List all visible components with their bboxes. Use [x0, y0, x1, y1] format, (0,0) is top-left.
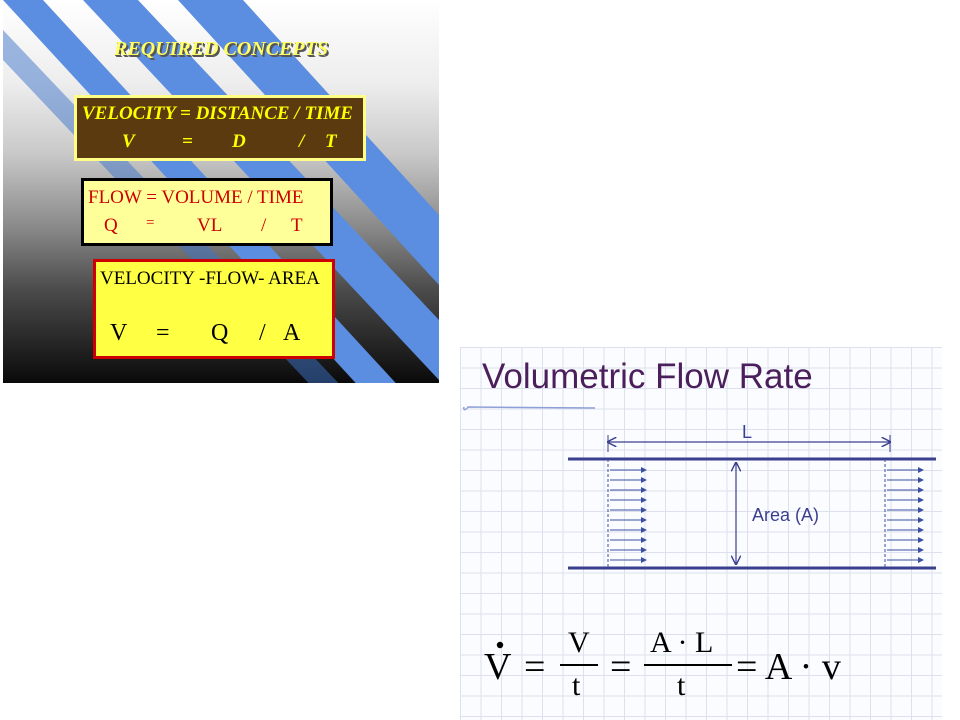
slide-title: REQUIRED CONCEPTS — [114, 38, 328, 60]
formula-frac2-bar — [644, 664, 732, 666]
formula-frac2-num: A · L — [650, 626, 714, 659]
flow-arrows-left — [610, 467, 647, 563]
token-d: D — [232, 131, 246, 152]
token-a: A — [283, 320, 301, 346]
formula-frac2-den: t — [677, 669, 686, 702]
token-slash: / — [259, 320, 266, 346]
formula-frac1-bar — [560, 664, 598, 666]
token-q: Q — [211, 320, 229, 346]
formula-lhs: V — [484, 646, 512, 688]
formula-eq2: = — [610, 646, 632, 688]
volumetric-flow-diagram: Volumetric Flow Rate — [460, 347, 942, 720]
area-label: Area (A) — [752, 505, 819, 525]
formula-frac1-num: V — [568, 626, 590, 659]
token-equals: = — [156, 320, 170, 346]
token-equals: = — [146, 215, 155, 231]
token-t: T — [291, 215, 303, 236]
formula-eq3: = A · v — [736, 646, 841, 688]
token-slash: / — [299, 131, 305, 152]
velocity-definition: VELOCITY = DISTANCE / TIME — [82, 103, 353, 124]
length-label: L — [742, 422, 752, 442]
title-underline — [463, 406, 596, 411]
diagram-title: Volumetric Flow Rate — [482, 357, 813, 396]
token-vl: VL — [197, 215, 223, 236]
formula-eq1: = — [524, 646, 546, 688]
token-slash: / — [261, 215, 267, 236]
token-t: T — [325, 131, 337, 152]
token-v: V — [110, 320, 128, 346]
token-equals: = — [182, 131, 193, 152]
formula-frac1-den: t — [572, 669, 581, 702]
flow-arrows-right — [887, 467, 924, 563]
flow-volume-box: FLOW = VOLUME / TIME Q = VL / T — [81, 178, 333, 246]
velocity-flow-area-heading: VELOCITY -FLOW- AREA — [100, 268, 320, 289]
velocity-flow-area-box: VELOCITY -FLOW- AREA V = Q / A — [93, 259, 335, 359]
concepts-slide: REQUIRED CONCEPTS VELOCITY = DISTANCE / … — [3, 0, 439, 383]
token-v: V — [122, 131, 135, 152]
pipe-figure: L Area (A) — [463, 406, 936, 649]
dot-over-v — [496, 641, 504, 649]
velocity-distance-box: VELOCITY = DISTANCE / TIME V = D / T — [74, 95, 366, 161]
flow-definition: FLOW = VOLUME / TIME — [88, 187, 304, 208]
token-q: Q — [104, 215, 118, 236]
